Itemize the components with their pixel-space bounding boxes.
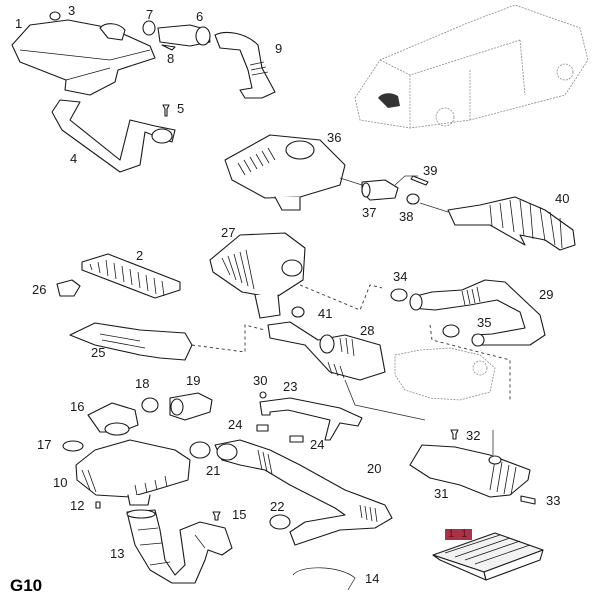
part-31-bracket[interactable] <box>409 444 531 498</box>
part-34-clamp[interactable] <box>390 288 408 302</box>
callout-36[interactable]: 36 <box>327 130 342 145</box>
callout-39[interactable]: 39 <box>423 163 438 178</box>
callout-24-a[interactable]: 24 <box>228 417 243 432</box>
callout-8[interactable]: 8 <box>167 51 175 66</box>
part-32-screw[interactable] <box>450 429 459 440</box>
callout-29[interactable]: 29 <box>539 287 554 302</box>
part-17-clamp[interactable] <box>62 440 84 452</box>
callout-16[interactable]: 16 <box>70 399 85 414</box>
callout-18[interactable]: 18 <box>135 376 150 391</box>
part-18-clamp[interactable] <box>141 397 159 413</box>
part-16-duct[interactable] <box>87 402 139 436</box>
part-37-sensor[interactable] <box>361 179 399 201</box>
part-9-hose[interactable] <box>214 31 276 99</box>
callout-22[interactable]: 22 <box>270 499 285 514</box>
callout-33[interactable]: 33 <box>546 493 561 508</box>
page-code: G10 <box>10 576 43 595</box>
callout-32[interactable]: 32 <box>466 428 481 443</box>
part-39-screw[interactable] <box>410 175 429 186</box>
vehicle-illustration <box>354 4 589 129</box>
callout-11-highlighted[interactable]: 1 1 <box>445 529 473 540</box>
part-2-filter-element[interactable] <box>81 253 181 299</box>
callout-2[interactable]: 2 <box>136 248 144 263</box>
callout-6[interactable]: 6 <box>196 9 204 24</box>
part-23-bracket[interactable] <box>259 397 363 441</box>
part-33-bolt[interactable] <box>520 495 536 505</box>
callout-3[interactable]: 3 <box>68 3 76 18</box>
part-1-air-box[interactable] <box>11 19 156 96</box>
part-12-bolt[interactable] <box>95 501 101 509</box>
part-13-corrugated-hose[interactable] <box>126 509 233 584</box>
callout-21[interactable]: 21 <box>206 463 221 478</box>
callout-4[interactable]: 4 <box>70 151 78 166</box>
callout-5[interactable]: 5 <box>177 101 185 116</box>
part-24-bolt-a[interactable] <box>256 424 269 432</box>
part-19-mass-airflow-sensor[interactable] <box>169 392 213 421</box>
callout-1[interactable]: 1 <box>15 16 23 31</box>
part-30-nut[interactable] <box>259 391 267 399</box>
callout-30[interactable]: 30 <box>253 373 268 388</box>
part-38-o-ring[interactable] <box>406 193 420 205</box>
part-4-pipe[interactable] <box>51 99 176 173</box>
callout-15[interactable]: 15 <box>232 507 247 522</box>
callout-17[interactable]: 17 <box>37 437 52 452</box>
callout-14[interactable]: 14 <box>365 571 380 586</box>
callout-25[interactable]: 25 <box>91 345 106 360</box>
part-36-filter-housing[interactable] <box>224 134 346 211</box>
part-10-air-box[interactable] <box>75 439 191 506</box>
part-15-bolt[interactable] <box>212 511 221 521</box>
callout-26[interactable]: 26 <box>32 282 47 297</box>
callout-23[interactable]: 23 <box>283 379 298 394</box>
callout-41[interactable]: 41 <box>318 306 333 321</box>
part-29-hose[interactable] <box>409 279 546 347</box>
callout-37[interactable]: 37 <box>362 205 377 220</box>
part-7-o-ring[interactable] <box>142 20 156 36</box>
part-5-bolt[interactable] <box>162 104 170 117</box>
callout-9[interactable]: 9 <box>275 41 283 56</box>
callout-34[interactable]: 34 <box>393 269 408 284</box>
part-3-cap[interactable] <box>49 11 61 21</box>
callout-7[interactable]: 7 <box>146 7 154 22</box>
part-28-hose[interactable] <box>267 321 386 381</box>
callout-27[interactable]: 27 <box>221 225 236 240</box>
callout-31[interactable]: 31 <box>434 486 449 501</box>
callout-28[interactable]: 28 <box>360 323 375 338</box>
part-11-panel-filter[interactable] <box>432 532 544 581</box>
callout-10[interactable]: 10 <box>53 475 68 490</box>
part-22-clamp[interactable] <box>269 514 291 530</box>
part-8-screw[interactable] <box>161 44 176 51</box>
callout-35[interactable]: 35 <box>477 315 492 330</box>
part-40-corrugated-hose[interactable] <box>447 196 576 251</box>
callout-20[interactable]: 20 <box>367 461 382 476</box>
part-25-duct[interactable] <box>69 322 193 361</box>
part-35-clamp[interactable] <box>442 324 460 338</box>
part-20-intake-pipe[interactable] <box>214 439 393 546</box>
callout-40[interactable]: 40 <box>555 191 570 206</box>
callout-19[interactable]: 19 <box>186 373 201 388</box>
part-14-strap[interactable] <box>292 567 356 591</box>
part-21-clamp[interactable] <box>189 441 211 459</box>
callout-38[interactable]: 38 <box>399 209 414 224</box>
part-24-bolt-b[interactable] <box>289 435 304 443</box>
part-27-filter-housing[interactable] <box>209 232 306 319</box>
part-6-sensor[interactable] <box>157 24 211 47</box>
callout-12[interactable]: 12 <box>70 498 85 513</box>
part-26-clip[interactable] <box>56 279 81 297</box>
callout-13[interactable]: 13 <box>110 546 125 561</box>
callout-24-b[interactable]: 24 <box>310 437 325 452</box>
engine-highlight <box>378 93 400 108</box>
engine-block-illustration <box>394 347 496 401</box>
part-41-grommet[interactable] <box>291 306 305 318</box>
